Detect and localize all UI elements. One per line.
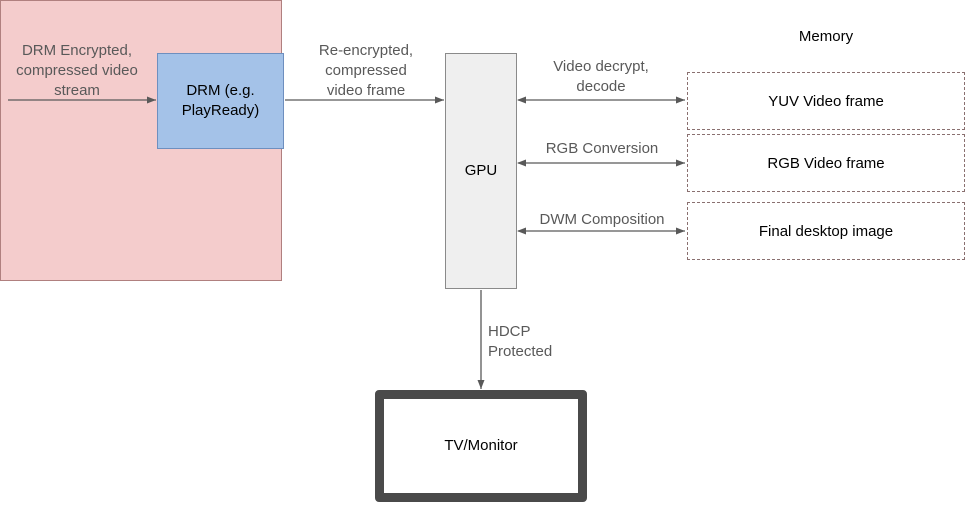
reencrypted-label: Re-encrypted, compressed video frame	[296, 41, 436, 101]
hdcp-label-line-1: HDCP	[488, 323, 531, 340]
gpu-box-label: GPU	[464, 162, 498, 179]
input-stream-label: DRM Encrypted, compressed video stream	[2, 41, 152, 101]
reencrypted-label-line-1: Re-encrypted,	[318, 42, 414, 59]
rgb-video-frame-label: RGB Video frame	[767, 154, 885, 172]
memory-title: Memory	[798, 28, 854, 45]
reencrypted-label-line-2: compressed	[325, 62, 407, 79]
drm-box-line-1: DRM (e.g.	[186, 82, 255, 99]
tv-monitor-label: TV/Monitor	[444, 437, 518, 454]
gpu-box: GPU	[445, 53, 517, 289]
yuv-video-frame-box: YUV Video frame	[687, 72, 965, 130]
reencrypted-label-line-3: video frame	[326, 82, 406, 99]
tv-monitor-box: TV/Monitor	[375, 390, 587, 502]
rgb-conversion-label: RGB Conversion	[545, 140, 659, 157]
final-desktop-image-label: Final desktop image	[758, 222, 894, 240]
decrypt-label-line-1: Video decrypt,	[553, 58, 649, 75]
final-desktop-image-box: Final desktop image	[687, 202, 965, 260]
dwm-composition-label: DWM Composition	[539, 211, 665, 228]
hdcp-label-line-2: Protected	[488, 343, 553, 360]
rgb-video-frame-box: RGB Video frame	[687, 134, 965, 192]
decrypt-label-line-2: decode	[576, 78, 626, 95]
input-label-line-3: stream	[54, 82, 100, 99]
decrypt-decode-label: Video decrypt, decode	[530, 57, 672, 97]
yuv-video-frame-label: YUV Video frame	[768, 92, 884, 110]
input-label-line-2: compressed video	[16, 62, 138, 79]
drm-box-line-2: PlayReady)	[181, 102, 260, 119]
input-label-line-1: DRM Encrypted,	[21, 42, 133, 59]
drm-box: DRM (e.g. PlayReady)	[157, 53, 284, 149]
hdcp-protected-label: HDCP Protected	[488, 322, 552, 362]
